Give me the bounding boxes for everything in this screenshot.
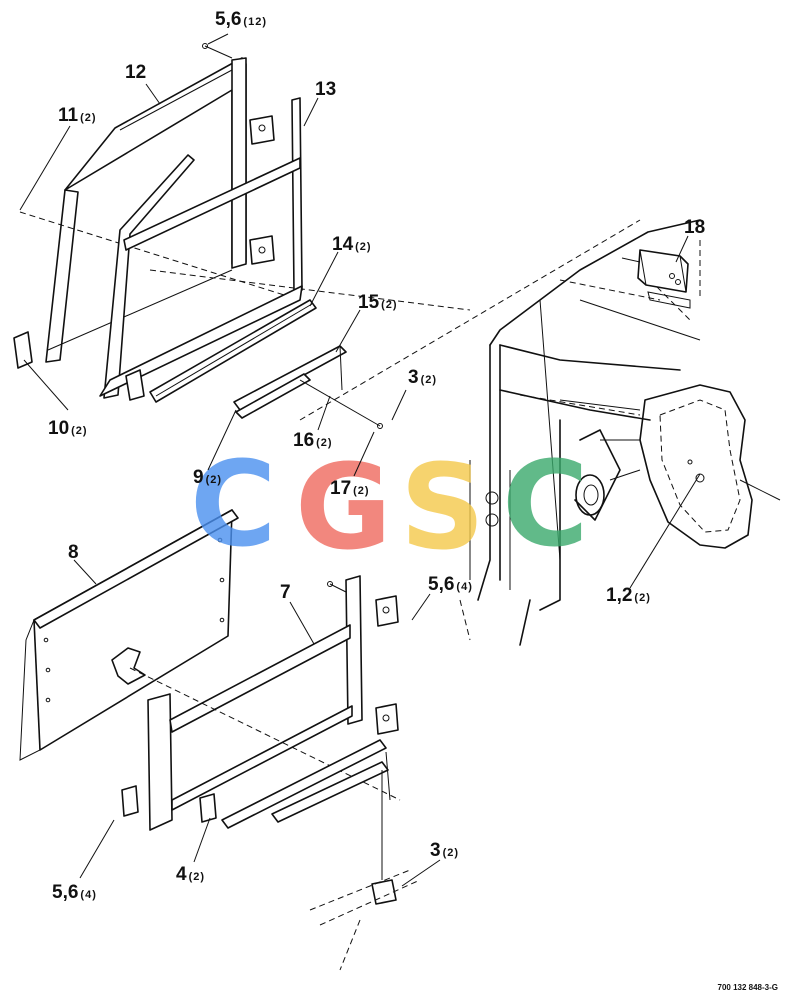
callout: 13 [315,79,336,100]
callout: 1,2(2) [606,585,651,606]
rail-14 [149,299,317,403]
callout: 5,6(4) [428,574,473,595]
callout: 4(2) [176,864,205,885]
callout: 11(2) [58,105,97,126]
callout: 14(2) [332,234,372,255]
callout: 9(2) [193,467,222,488]
callout: 3(2) [430,840,459,861]
machine-frame [299,219,781,646]
callout: 18 [684,217,705,238]
callout: 16(2) [293,430,333,451]
leader-lines [19,33,701,887]
callout: 10(2) [48,418,88,439]
callout: 5,6(12) [215,9,267,30]
linkage-rods [233,345,383,429]
callout: 17(2) [330,478,370,499]
watermark: C G S C [190,435,589,576]
lower-panel-8 [19,509,239,761]
callout: 12 [125,62,146,83]
callout: 3(2) [408,367,437,388]
watermark-letter: G [295,438,392,576]
access-cover [639,384,753,549]
lower-frame-7 [121,575,401,831]
floor-mount [309,869,421,971]
bracket-18 [621,249,691,309]
watermark-letter: S [400,438,485,576]
lower-rails [221,739,391,880]
watermark-letter: C [190,435,277,573]
callout-labels: 5,6(12) 12 13 11(2) 18 14(2) 15(2) 3(2) … [48,9,705,903]
callout: 7 [280,582,291,603]
callout: 15(2) [358,292,398,313]
upper-shield-assembly [13,43,471,401]
callout: 5,6(4) [52,882,97,903]
watermark-letter: C [502,435,589,573]
drawing-reference-number: 700 132 848-3-G [718,983,779,992]
callout: 8 [68,542,79,563]
